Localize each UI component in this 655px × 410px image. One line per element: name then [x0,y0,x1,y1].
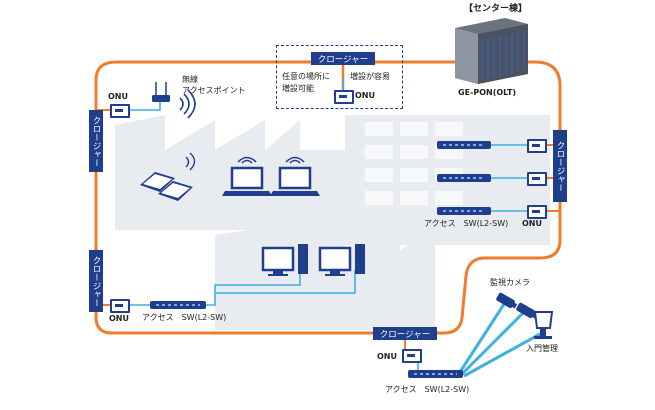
entry-label: 入門管理 [526,344,558,353]
closure-top: クロージャー [311,52,375,65]
onu-right-1-icon [527,139,547,153]
switch-bottom-label: アクセス SW(L2-SW) [385,385,470,394]
desktop-pc-icons [261,244,365,276]
surveillance-camera-icons [496,292,538,319]
access-switch-right-1 [437,141,491,149]
center-building-label: 【センター棟】 [464,4,528,14]
optional-expansion-box [276,45,403,109]
ap-label-1: 無線 [182,75,198,84]
camera-links [458,297,541,378]
switch-right-label: アクセス SW(L2-SW) [424,219,509,228]
closure-bottom: クロージャー [373,327,437,340]
onu-bottom-label: ONU [377,352,397,361]
onu-right-3-icon [527,205,547,219]
onu-bottom-left-label: ONU [109,314,129,323]
camera-label: 監視カメラ [490,278,530,287]
access-switch-bottom [408,370,463,378]
entry-terminal-icon [533,311,554,339]
onu-bottom-left-icon [110,299,130,313]
onu-top-left-icon [110,104,130,118]
optional-left-text-2: 増設可能 [282,84,314,93]
access-switch-right-3 [437,207,491,215]
ap-label-2: アクセスポイント [182,86,246,95]
access-switch-bottom-left [150,301,206,309]
onu-top-left-label: ONU [108,92,128,101]
onu-bottom-icon [402,349,422,363]
switch-bottom-left-label: アクセス SW(L2-SW) [142,313,227,322]
optional-left-text-1: 任意の場所に [282,72,330,81]
laptop-icons [222,156,320,196]
onu-right-label: ONU [522,219,542,228]
closure-right: クロージャー [553,130,567,202]
optional-right-text: 増設が容易 [350,72,390,81]
tablet-icons [140,152,196,201]
lan-cables [124,78,528,370]
onu-right-2-icon [527,172,547,186]
onu-optional-label: ONU [355,91,375,100]
closure-left-top: クロージャー [89,110,103,172]
access-switch-right-2 [437,174,491,182]
olt-label: GE-PON(OLT) [458,88,517,97]
closure-left-bottom: クロージャー [89,250,103,312]
olt-rack-icon [455,18,528,84]
wireless-ap-icon [152,82,196,119]
fiber-ring [94,60,562,335]
onu-optional-icon [334,90,354,104]
